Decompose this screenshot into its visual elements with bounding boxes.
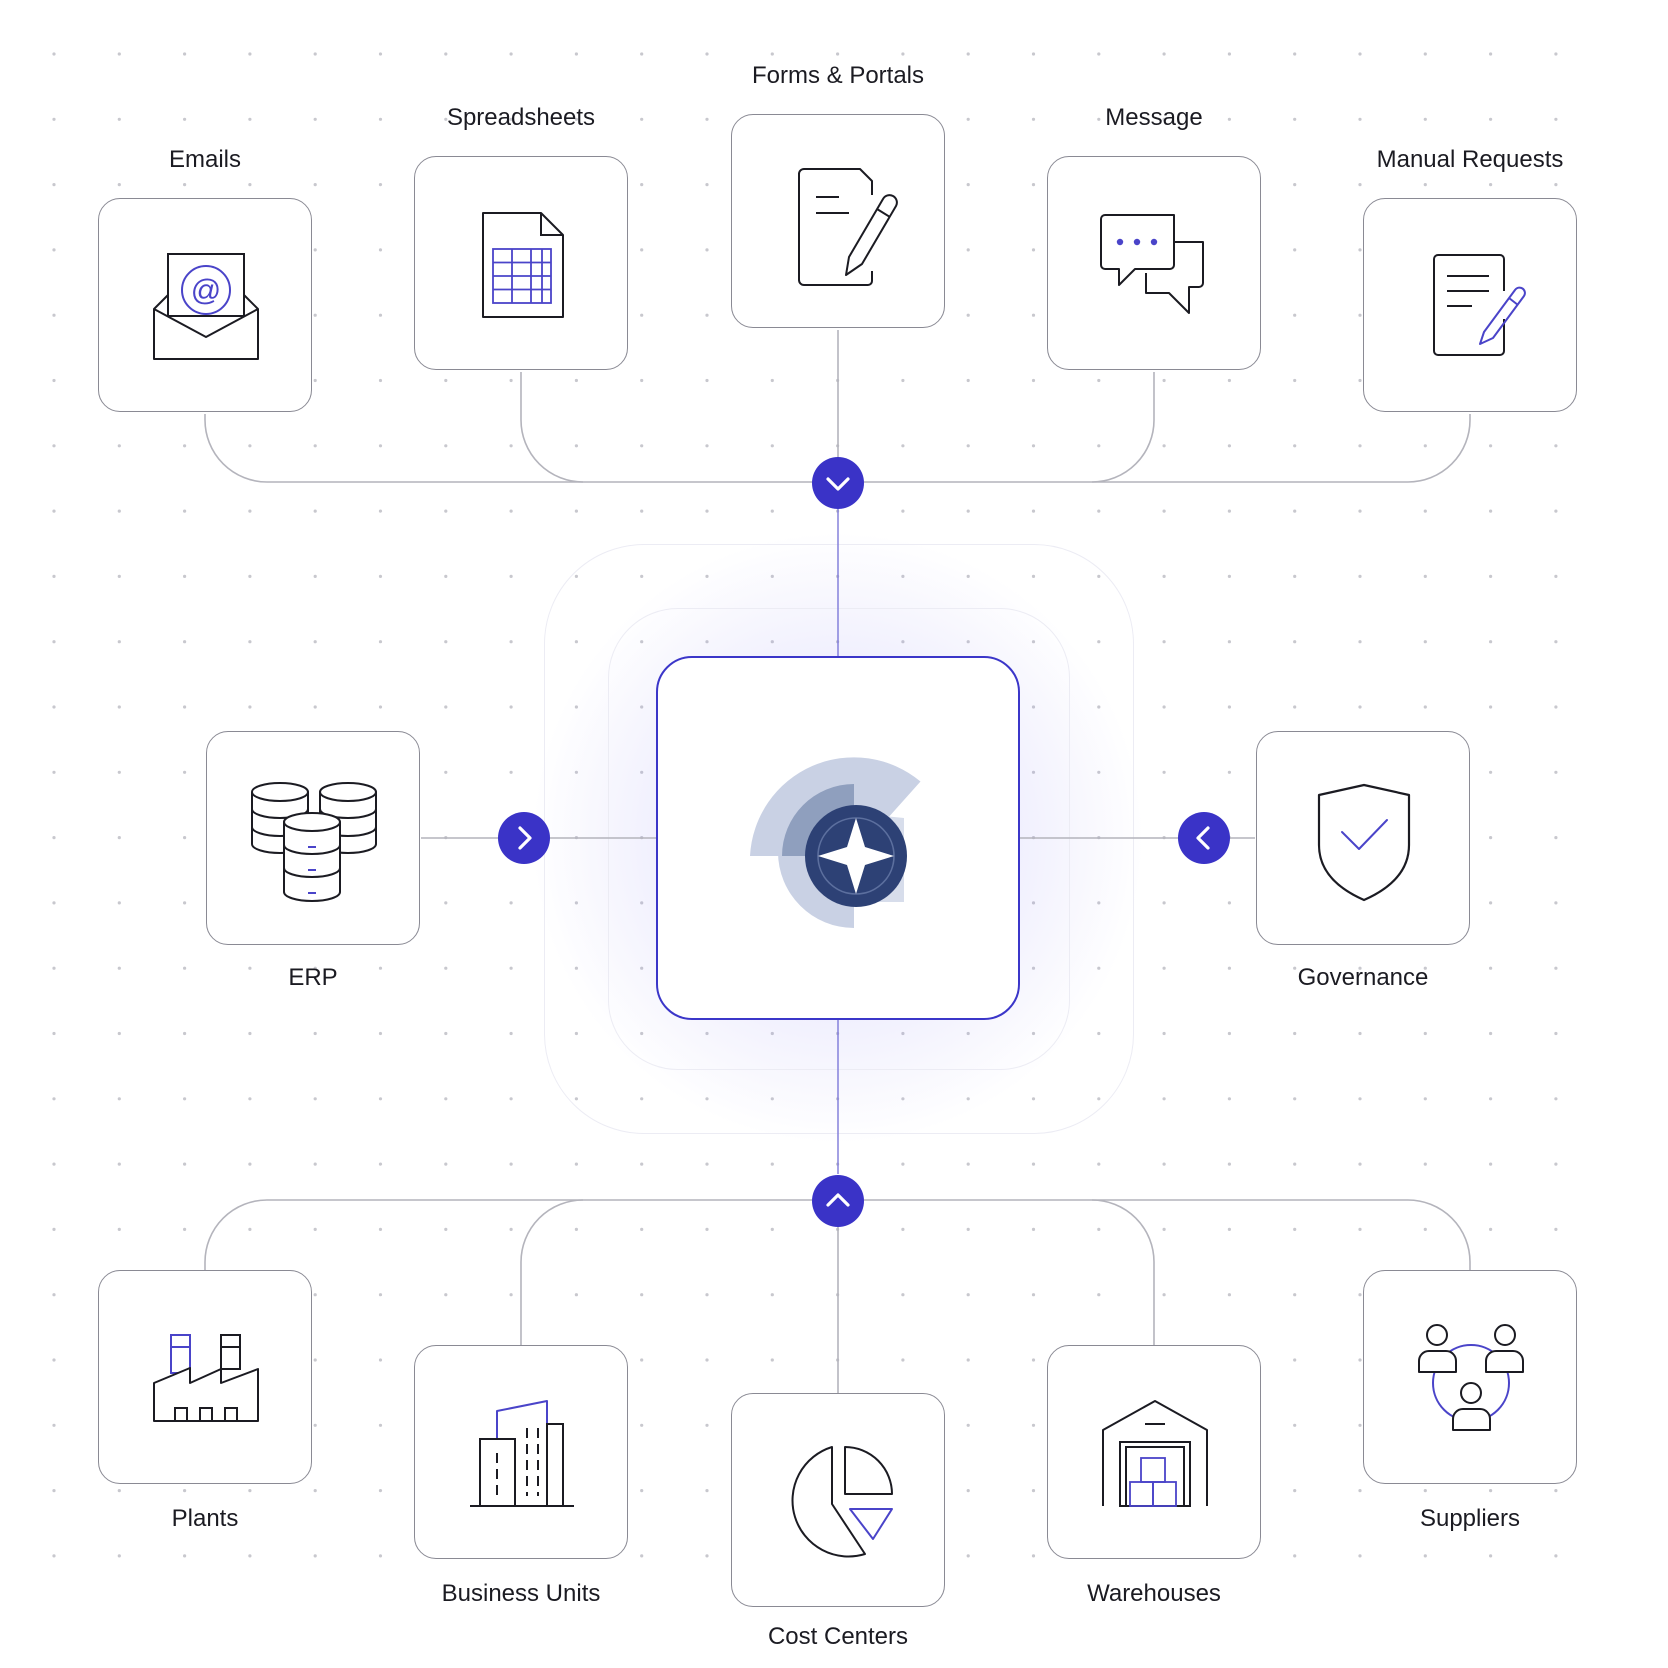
chat-bubbles-icon — [1100, 214, 1204, 314]
input-card-manual-requests[interactable] — [1363, 198, 1577, 412]
form-pen-icon — [798, 168, 898, 286]
output-card-plants[interactable] — [98, 1270, 312, 1484]
inner-halo — [608, 608, 1070, 1070]
output-card-business-units[interactable] — [414, 1345, 628, 1559]
label-governance: Governance — [1297, 964, 1429, 991]
office-buildings-icon — [470, 1400, 574, 1507]
label-forms-portals: Forms & Portals — [751, 62, 925, 89]
chevron-right-icon — [518, 826, 532, 850]
document-pencil-icon — [1433, 254, 1526, 356]
input-card-spreadsheets[interactable] — [414, 156, 628, 370]
shield-check-icon — [1317, 783, 1411, 902]
pie-chart-icon — [791, 1446, 893, 1558]
label-emails: Emails — [168, 146, 241, 173]
label-suppliers: Suppliers — [1419, 1505, 1521, 1532]
label-business-units: Business Units — [441, 1580, 601, 1607]
governance-card[interactable] — [1256, 731, 1470, 945]
arrow-left-button[interactable] — [1178, 812, 1230, 864]
output-card-cost-centers[interactable] — [731, 1393, 945, 1607]
label-cost-centers: Cost Centers — [767, 1623, 909, 1650]
compass-star-logo-icon — [750, 757, 921, 928]
supplier-network-icon — [1418, 1324, 1524, 1431]
database-stack-icon — [251, 782, 377, 902]
chevron-left-icon — [1196, 826, 1210, 850]
input-card-emails[interactable]: @ — [98, 198, 312, 412]
warehouse-icon — [1102, 1400, 1208, 1507]
chevron-up-icon — [826, 1193, 850, 1207]
arrow-right-button[interactable] — [498, 812, 550, 864]
label-spreadsheets: Spreadsheets — [446, 104, 596, 131]
arrow-up-button[interactable] — [812, 1175, 864, 1227]
spreadsheet-icon — [482, 212, 564, 318]
chevron-down-icon — [826, 477, 850, 491]
label-manual-requests: Manual Requests — [1376, 146, 1564, 173]
email-envelope-icon: @ — [153, 253, 259, 360]
output-card-suppliers[interactable] — [1363, 1270, 1577, 1484]
label-warehouses: Warehouses — [1087, 1580, 1221, 1607]
erp-card[interactable] — [206, 731, 420, 945]
input-card-message[interactable] — [1047, 156, 1261, 370]
label-erp: ERP — [288, 964, 338, 991]
svg-text:@: @ — [191, 274, 221, 307]
factory-icon — [153, 1334, 259, 1422]
arrow-down-button[interactable] — [812, 457, 864, 509]
label-message: Message — [1105, 104, 1203, 131]
input-card-forms-portals[interactable] — [731, 114, 945, 328]
label-plants: Plants — [171, 1505, 239, 1532]
output-card-warehouses[interactable] — [1047, 1345, 1261, 1559]
central-hub — [656, 656, 1020, 1020]
